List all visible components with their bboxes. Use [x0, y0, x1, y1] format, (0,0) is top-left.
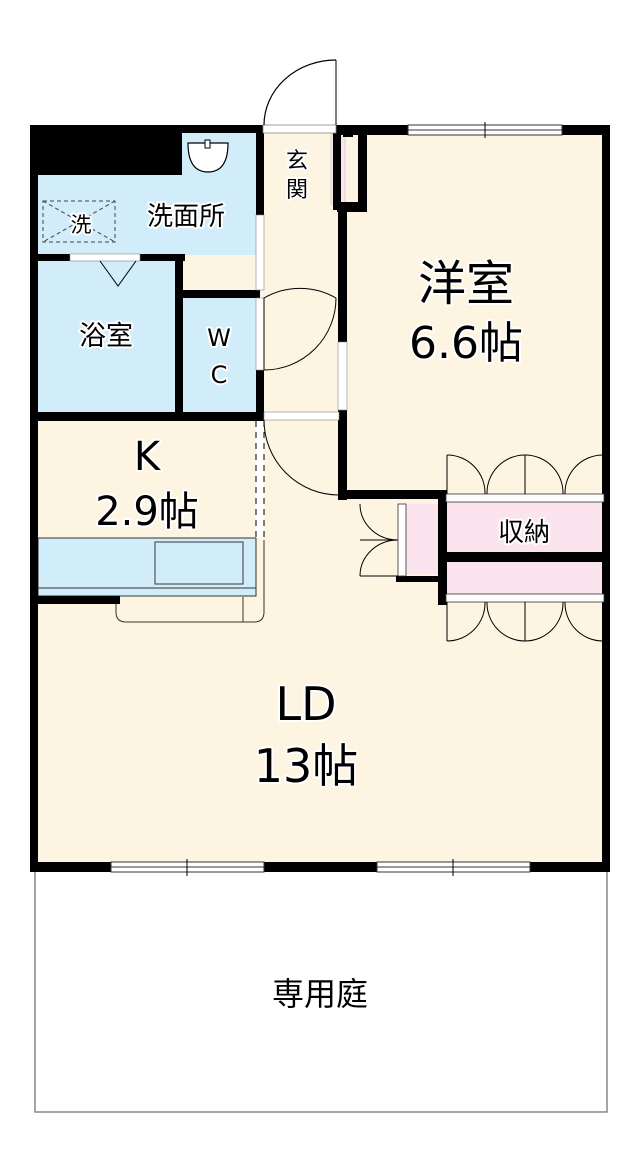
toilet-door-swing [263, 297, 337, 371]
toilet-label-c: C [211, 361, 228, 389]
toilet-door[interactable] [255, 297, 265, 371]
storage-doors-side[interactable] [359, 503, 399, 577]
western-room-label: 洋室 [418, 256, 514, 312]
washing-machine-space [42, 200, 116, 243]
entrance-door[interactable] [262, 59, 337, 134]
window-bottom-left [110, 859, 265, 876]
bathroom-door[interactable] [69, 253, 141, 262]
private-garden-label: 専用庭 [272, 975, 368, 1013]
storage-side [406, 504, 438, 574]
western-room-size: 6.6帖 [409, 318, 523, 369]
washroom-door[interactable] [255, 214, 265, 291]
bathroom-floor [38, 258, 178, 412]
washroom-floor [38, 175, 258, 255]
window-top [407, 122, 563, 138]
living-dining-label: LD [275, 677, 336, 731]
kitchen-label: K [134, 434, 162, 480]
entrance-label-1: 玄 [286, 149, 308, 174]
washer-label: 洗 [71, 213, 92, 237]
hall-door-swing [263, 419, 340, 496]
toilet-floor [182, 298, 258, 412]
window-bottom-right [376, 859, 531, 876]
storage-doors-lower[interactable] [446, 601, 604, 642]
storage-doors-upper[interactable] [446, 454, 604, 495]
storage-lower [446, 562, 604, 594]
entrance-label-2: 関 [286, 178, 308, 203]
storage-label: 収納 [498, 518, 550, 548]
wash-basin-icon [182, 134, 232, 174]
living-dining-size: 13帖 [254, 739, 359, 793]
kitchen-sink [154, 541, 244, 585]
washroom-label: 洗面所 [147, 202, 225, 232]
toilet-label-w: W [207, 324, 231, 352]
kitchen-outline [115, 540, 265, 623]
storage-upper [446, 502, 604, 552]
western-room-door[interactable] [337, 341, 348, 411]
private-garden-area [34, 859, 608, 1113]
kitchen-size: 2.9帖 [95, 489, 199, 535]
walls [30, 125, 610, 872]
bathroom-label: 浴室 [79, 321, 133, 352]
hall-door[interactable] [263, 411, 340, 421]
